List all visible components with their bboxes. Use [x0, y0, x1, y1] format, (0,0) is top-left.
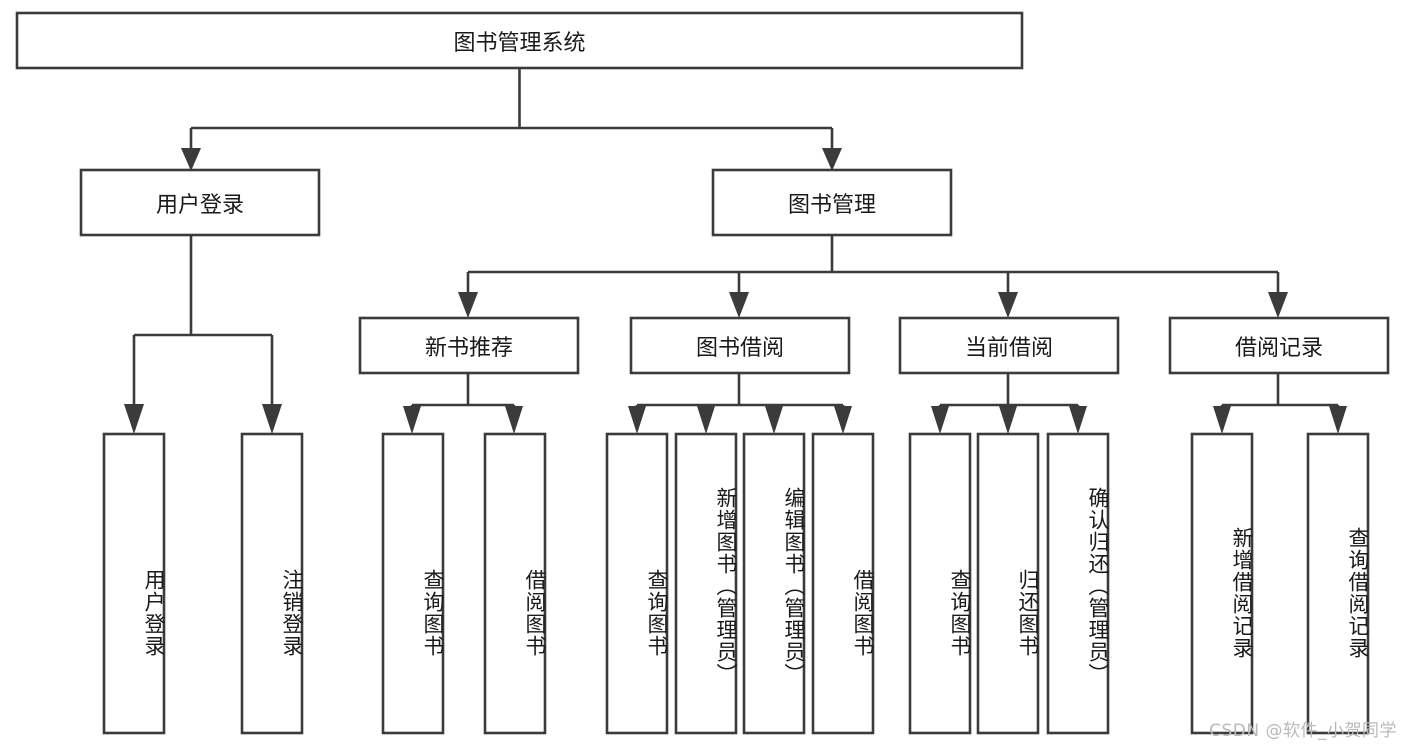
leaf-cb-return-book[interactable]: [976, 432, 1040, 735]
arrow-to-book-borrow: [729, 292, 749, 318]
node-book-management[interactable]: [711, 168, 953, 237]
leaf-nb-borrow-book[interactable]: [483, 432, 547, 735]
node-borrow-record[interactable]: [1168, 316, 1390, 375]
edges-newbook-to-leaves: [403, 373, 523, 434]
edges-borrowrecord-to-leaves: [1213, 373, 1347, 434]
leaf-bb-borrow-book[interactable]: [811, 432, 875, 735]
leaf-bb-add-book[interactable]: [674, 432, 738, 735]
leaf-user-login[interactable]: [102, 432, 166, 735]
arrow-to-borrow-record: [1268, 292, 1288, 318]
arrow-leaf-bb-borrow: [834, 406, 852, 434]
arrow-leaf-br-add: [1213, 406, 1231, 434]
edges-bookborrow-to-leaves: [628, 373, 852, 434]
node-new-book-recommend[interactable]: [358, 316, 580, 375]
arrow-leaf-logout: [262, 404, 282, 434]
arrow-to-book-manage: [822, 148, 842, 171]
edges-bookmanage-to-level3: [458, 235, 1288, 318]
arrow-to-new-book: [458, 292, 478, 318]
arrow-leaf-bb-add: [697, 406, 715, 434]
arrow-leaf-user-login: [124, 404, 144, 434]
arrow-to-current-borrow: [998, 292, 1018, 318]
arrow-to-user-login: [181, 148, 201, 171]
csdn-watermark: CSDN @软件_小贺同学: [1209, 721, 1397, 741]
node-current-borrow[interactable]: [898, 316, 1120, 375]
leaf-bb-edit-book[interactable]: [742, 432, 806, 735]
arrow-leaf-br-query: [1329, 406, 1347, 434]
node-user-login[interactable]: [79, 168, 321, 237]
leaf-bb-query-book[interactable]: [605, 432, 669, 735]
arrow-leaf-bb-edit: [765, 406, 783, 434]
leaf-logout[interactable]: [240, 432, 304, 735]
leaf-nb-query-book[interactable]: [381, 432, 445, 735]
arrow-leaf-cb-return: [999, 406, 1017, 434]
node-book-borrow[interactable]: [629, 316, 851, 375]
leaf-cb-query-book[interactable]: [908, 432, 972, 735]
arrow-leaf-cb-query: [931, 406, 949, 434]
leaf-br-query-record[interactable]: [1306, 432, 1370, 735]
arrow-leaf-nb-borrow: [505, 406, 523, 434]
edges-currentborrow-to-leaves: [931, 373, 1087, 434]
arrow-leaf-bb-query: [628, 406, 646, 434]
arrow-leaf-nb-query: [403, 406, 421, 434]
leaf-br-add-record[interactable]: [1190, 432, 1254, 735]
edges-userlogin-to-leaves: [124, 235, 282, 434]
node-root-book-management-system[interactable]: [15, 11, 1024, 70]
arrow-leaf-cb-confirm: [1069, 406, 1087, 434]
edges-root-to-level2: [181, 68, 842, 171]
leaf-cb-confirm-return[interactable]: [1046, 432, 1110, 735]
